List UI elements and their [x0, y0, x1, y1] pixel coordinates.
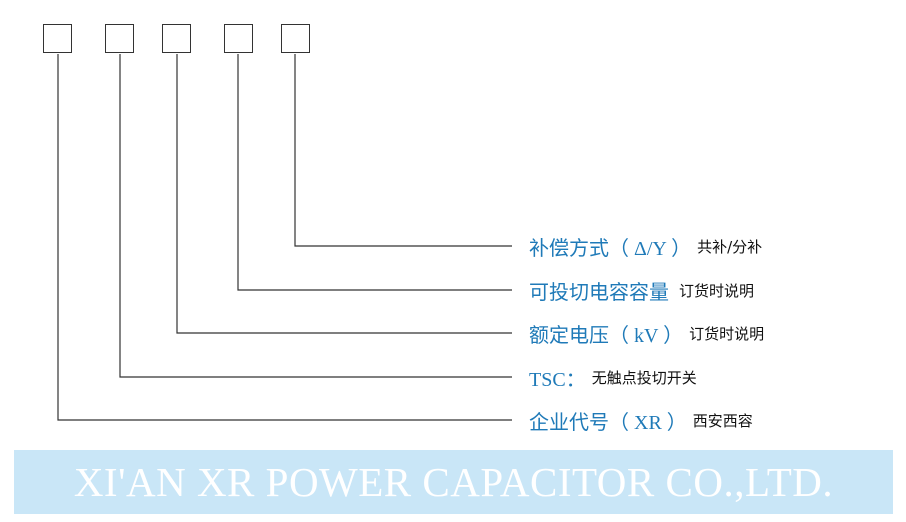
item-desc: 订货时说明	[689, 324, 765, 343]
item-label: TSC：	[529, 368, 586, 391]
code-box-3	[162, 24, 191, 53]
item-tsc: TSC： 无触点投切开关	[529, 362, 697, 392]
leader-line-4	[237, 54, 512, 291]
item-company-code: 企业代号（ XR ） 西安西容	[529, 405, 753, 435]
item-label: 企业代号（ XR ）	[529, 409, 687, 434]
leader-line-1	[57, 54, 512, 421]
code-box-1	[43, 24, 72, 53]
company-banner: XI'AN XR POWER CAPACITOR CO.,LTD.	[14, 450, 893, 514]
leader-line-2	[119, 54, 512, 378]
item-rated-voltage: 额定电压（ kV ） 订货时说明	[529, 318, 764, 348]
item-desc: 西安西容	[692, 411, 753, 430]
company-name: XI'AN XR POWER CAPACITOR CO.,LTD.	[73, 459, 834, 505]
leader-line-5	[294, 54, 512, 247]
item-switchable-capacity: 可投切电容容量 订货时说明	[529, 275, 754, 305]
item-label: 额定电压（ kV ）	[529, 322, 684, 347]
item-desc: 无触点投切开关	[591, 368, 697, 387]
item-label: 可投切电容容量	[529, 279, 669, 304]
item-label: 补偿方式（ Δ/Y ）	[529, 235, 692, 260]
item-compensation-mode: 补偿方式（ Δ/Y ） 共补/分补	[529, 231, 762, 261]
item-desc: 共补/分补	[697, 237, 763, 256]
leader-line-3	[176, 54, 512, 334]
code-box-5	[281, 24, 310, 53]
item-desc: 订货时说明	[679, 281, 755, 300]
code-box-2	[105, 24, 134, 53]
code-box-4	[224, 24, 253, 53]
